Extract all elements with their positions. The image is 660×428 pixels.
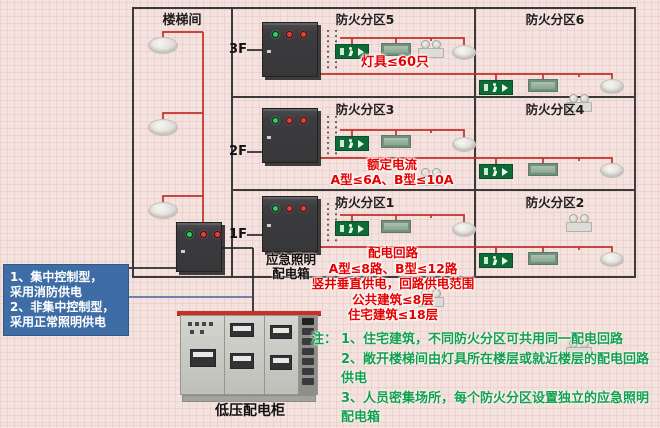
emergency-box-label: 应急照明 配电箱 (265, 252, 316, 281)
floor-divider-2f-1f (231, 189, 636, 191)
evacuation-sign-icon (528, 163, 558, 176)
ceiling-lamp-icon (452, 137, 476, 152)
distribution-box-1f (262, 196, 318, 252)
exit-sign-icon (335, 44, 369, 59)
rated-current-title: 额定电流 (366, 157, 417, 172)
cabinet-label: 低压配电柜 (215, 403, 285, 419)
evacuation-sign-icon (381, 135, 411, 148)
evacuation-sign-icon (528, 252, 558, 265)
lv-cabinet (177, 311, 321, 402)
note-item-3: 3、人员密集场所，每个防火分区设置独立的应急照明配电箱 (341, 390, 650, 426)
emergency-light-icon (418, 168, 444, 186)
emergency-light-icon (418, 40, 444, 58)
evacuation-sign-icon (528, 79, 558, 92)
evacuation-sign-icon (381, 43, 411, 56)
rated-current-note: 额定电流 A型≤6A、B型≤10A (318, 157, 466, 187)
emergency-light-icon (418, 289, 444, 307)
lamps-limit-note: 灯具≤60只 (361, 55, 429, 70)
ceiling-lamp-icon (600, 252, 624, 267)
ceiling-lamp-icon (148, 119, 178, 136)
diagram-frame (132, 7, 636, 278)
exit-sign-icon (479, 253, 513, 268)
cabinet-top-rail (177, 311, 321, 315)
zone-title-5: 防火分区5 (335, 12, 395, 27)
note-item-1: 1、住宅建筑，不同防火分区可共用同一配电回路 (341, 332, 624, 347)
exit-sign-icon (479, 80, 513, 95)
exit-sign-icon (479, 164, 513, 179)
exit-sign-icon (335, 136, 369, 151)
zone-title-1: 防火分区1 (335, 195, 395, 210)
note-item-2: 2、敞开楼梯间由灯具所在楼层或就近楼层的配电回路供电 (341, 351, 650, 387)
emergency-light-icon (566, 214, 592, 232)
ceiling-lamp-icon (452, 45, 476, 60)
ceiling-lamp-icon (600, 163, 624, 178)
zone-title-3: 防火分区3 (335, 102, 395, 117)
zone-title-6: 防火分区6 (525, 12, 585, 27)
staircase-divider (231, 7, 233, 278)
ceiling-lamp-icon (148, 202, 178, 219)
ceiling-lamp-icon (600, 79, 624, 94)
notes-items: 1、住宅建筑，不同防火分区可共用同一配电回路 2、敞开楼梯间由灯具所在楼层或就近… (341, 330, 656, 428)
floor-label-2f: 2F (229, 144, 247, 159)
ceiling-lamp-icon (452, 222, 476, 237)
notes-prefix: 注： (311, 332, 338, 347)
emergency-light-icon (566, 339, 592, 357)
emergency-light-icon (566, 94, 592, 112)
staircase-distribution-box (176, 222, 222, 272)
floor-divider-3f-2f (231, 96, 636, 98)
zone-title-4: 防火分区4 (525, 102, 585, 117)
floor-label-1f: 1F (229, 227, 247, 242)
evacuation-sign-icon (381, 220, 411, 233)
rated-current-value: A型≤6A、B型≤10A (330, 172, 454, 187)
distribution-box-2f (262, 108, 318, 163)
exit-sign-icon (335, 221, 369, 236)
notes-block: 注： 1、住宅建筑，不同防火分区可共用同一配电回路 2、敞开楼梯间由灯具所在楼层… (311, 330, 656, 428)
distribution-box-3f (262, 22, 318, 77)
circuit-note: 配电回路 A型≤8路、B型≤12路 竖井垂直供电，回路供电范围 公共建筑≤8层 … (311, 245, 475, 322)
power-supply-note: 1、集中控制型， 采用消防供电 2、非集中控制型， 采用正常照明供电 (3, 264, 129, 336)
staircase-title: 楼梯间 (162, 13, 202, 28)
zone-title-2: 防火分区2 (525, 195, 585, 210)
floor-label-3f: 3F (229, 42, 247, 57)
ceiling-lamp-icon (148, 37, 178, 54)
